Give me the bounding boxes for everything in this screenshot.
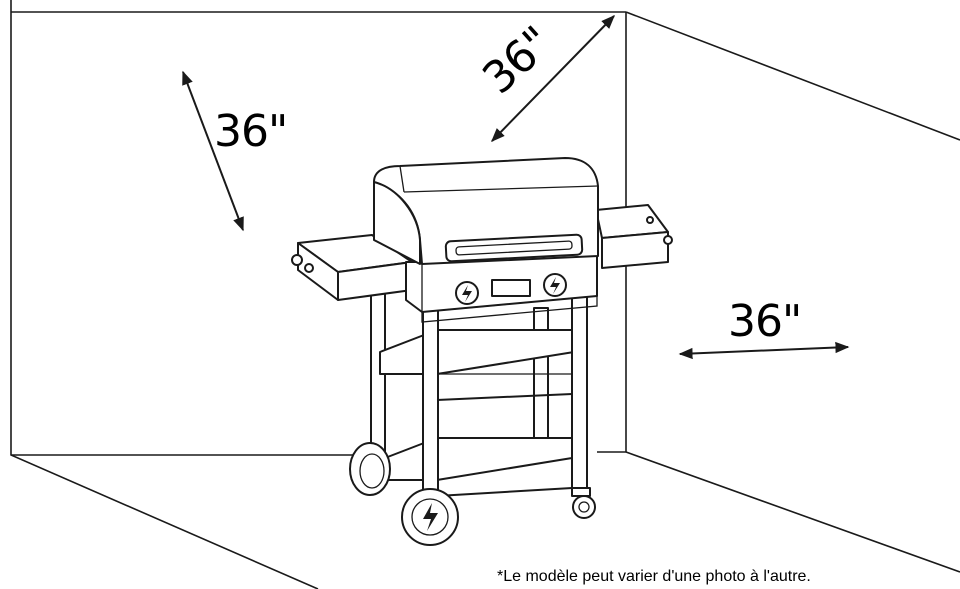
bottom-shelf	[384, 437, 573, 481]
front-middle-rail	[436, 393, 573, 401]
room-walls	[10, 0, 960, 589]
left-wall-edge	[10, 0, 319, 589]
caster-hub	[578, 501, 590, 513]
front-bottom-rail	[436, 487, 573, 497]
right-hook-icon	[663, 235, 673, 245]
front-left-leg	[422, 299, 439, 509]
firebox-bottom-band	[421, 295, 598, 323]
lid-side	[373, 181, 421, 265]
caster-wheel	[572, 495, 596, 519]
side-wall-arrow	[491, 14, 615, 143]
left-hook-icon	[291, 254, 303, 266]
grill-illustration	[291, 157, 673, 546]
right-igniter-bolt-icon	[550, 277, 560, 294]
brand-plate	[491, 279, 531, 297]
right-wall-top-edge	[625, 11, 960, 141]
front-right-leg	[571, 291, 588, 493]
side-wall-dimension-label: 36"	[473, 17, 562, 104]
lid-top-edge	[403, 185, 599, 193]
back-wheel-hub	[359, 453, 385, 489]
grill-body	[405, 254, 598, 323]
right-side-table-front	[601, 231, 669, 269]
grill-lid	[373, 157, 599, 265]
model-disclaimer-note: *Le modèle peut varier d'une photo à l'a…	[497, 568, 811, 585]
grill-cart-frame	[370, 291, 588, 509]
left-igniter-bolt-icon	[462, 285, 472, 302]
dimension-arrows	[182, 14, 850, 360]
wheels	[349, 442, 596, 546]
lid-handle-bar	[455, 240, 573, 256]
wheel-bolt-icon	[423, 503, 438, 531]
left-hook-icon-2	[304, 263, 314, 273]
back-wheel	[349, 442, 391, 496]
caster-mount	[571, 487, 591, 497]
front-wheel-hub	[411, 498, 449, 536]
front-clearance-arrow	[678, 341, 850, 360]
front-clearance-dimension-label: 36"	[728, 296, 801, 347]
lid-seam	[399, 165, 405, 193]
floor-right-edge	[625, 451, 960, 573]
right-hook-icon-2	[646, 216, 654, 224]
lid-handle	[444, 233, 584, 263]
back-wall-dimension-label: 36"	[214, 106, 287, 157]
back-wall-arrow	[182, 70, 244, 232]
